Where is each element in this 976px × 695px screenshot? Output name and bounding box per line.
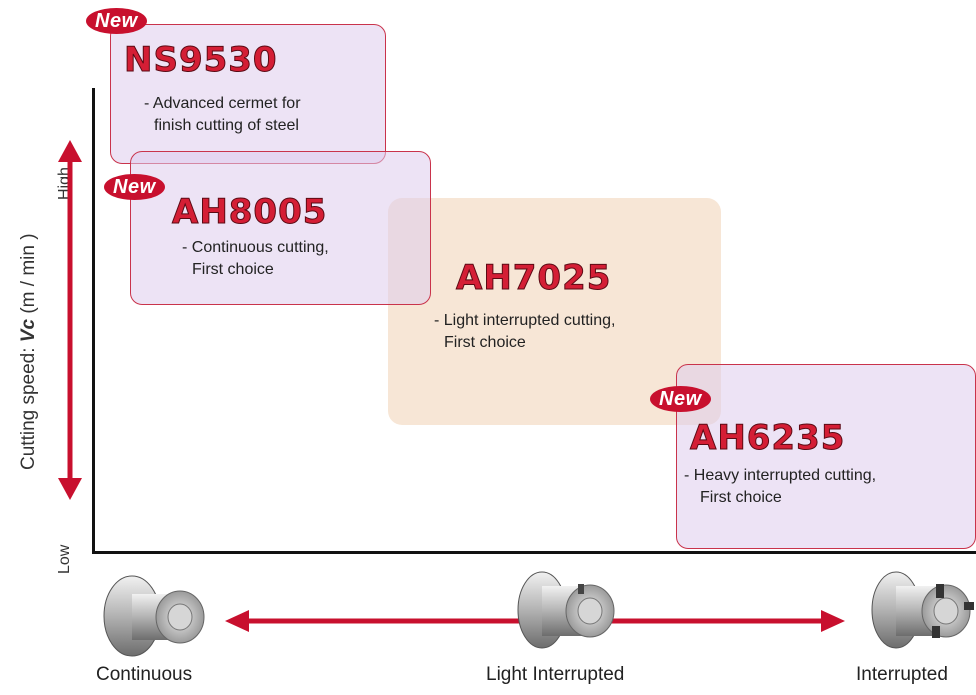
light-interrupted-workpiece-icon <box>517 571 615 649</box>
y-axis-label: Cutting speed: Vc (m / min ) <box>18 233 39 470</box>
grade-ah6235-desc1: - Heavy interrupted cutting, <box>684 467 877 484</box>
continuous-workpiece-icon <box>103 575 205 657</box>
grade-ns9530-desc1: - Advanced cermet for <box>144 95 301 112</box>
grade-ns9530: NS9530 <box>124 40 278 81</box>
ns9530-card <box>110 24 386 164</box>
grade-ah8005: AH8005 <box>171 192 328 233</box>
label-interrupted: Interrupted <box>856 664 948 685</box>
grade-ns9530-desc2: finish cutting of steel <box>154 117 299 134</box>
y-axis-low-label: Low <box>56 544 73 574</box>
grade-ah7025: AH7025 <box>455 258 612 299</box>
grade-ah6235-desc2: First choice <box>700 489 782 506</box>
speed-arrow-icon <box>58 140 82 500</box>
y-axis-line <box>92 88 95 554</box>
new-badge: New <box>104 174 165 200</box>
label-continuous: Continuous <box>96 664 193 685</box>
grade-ah8005-desc2: First choice <box>192 261 274 278</box>
x-axis-line <box>92 551 976 554</box>
ah6235-card <box>676 364 976 549</box>
new-badge: New <box>650 386 711 412</box>
new-badge: New <box>86 8 147 34</box>
label-light-interrupted: Light Interrupted <box>486 664 625 685</box>
grade-ah6235: AH6235 <box>689 418 846 459</box>
ah8005-card <box>130 151 431 305</box>
grade-ah8005-desc1: - Continuous cutting, <box>182 239 329 256</box>
grade-ah7025-desc2: First choice <box>444 334 526 351</box>
grade-ah7025-desc1: - Light interrupted cutting, <box>434 312 616 329</box>
interrupted-workpiece-icon <box>871 571 974 649</box>
